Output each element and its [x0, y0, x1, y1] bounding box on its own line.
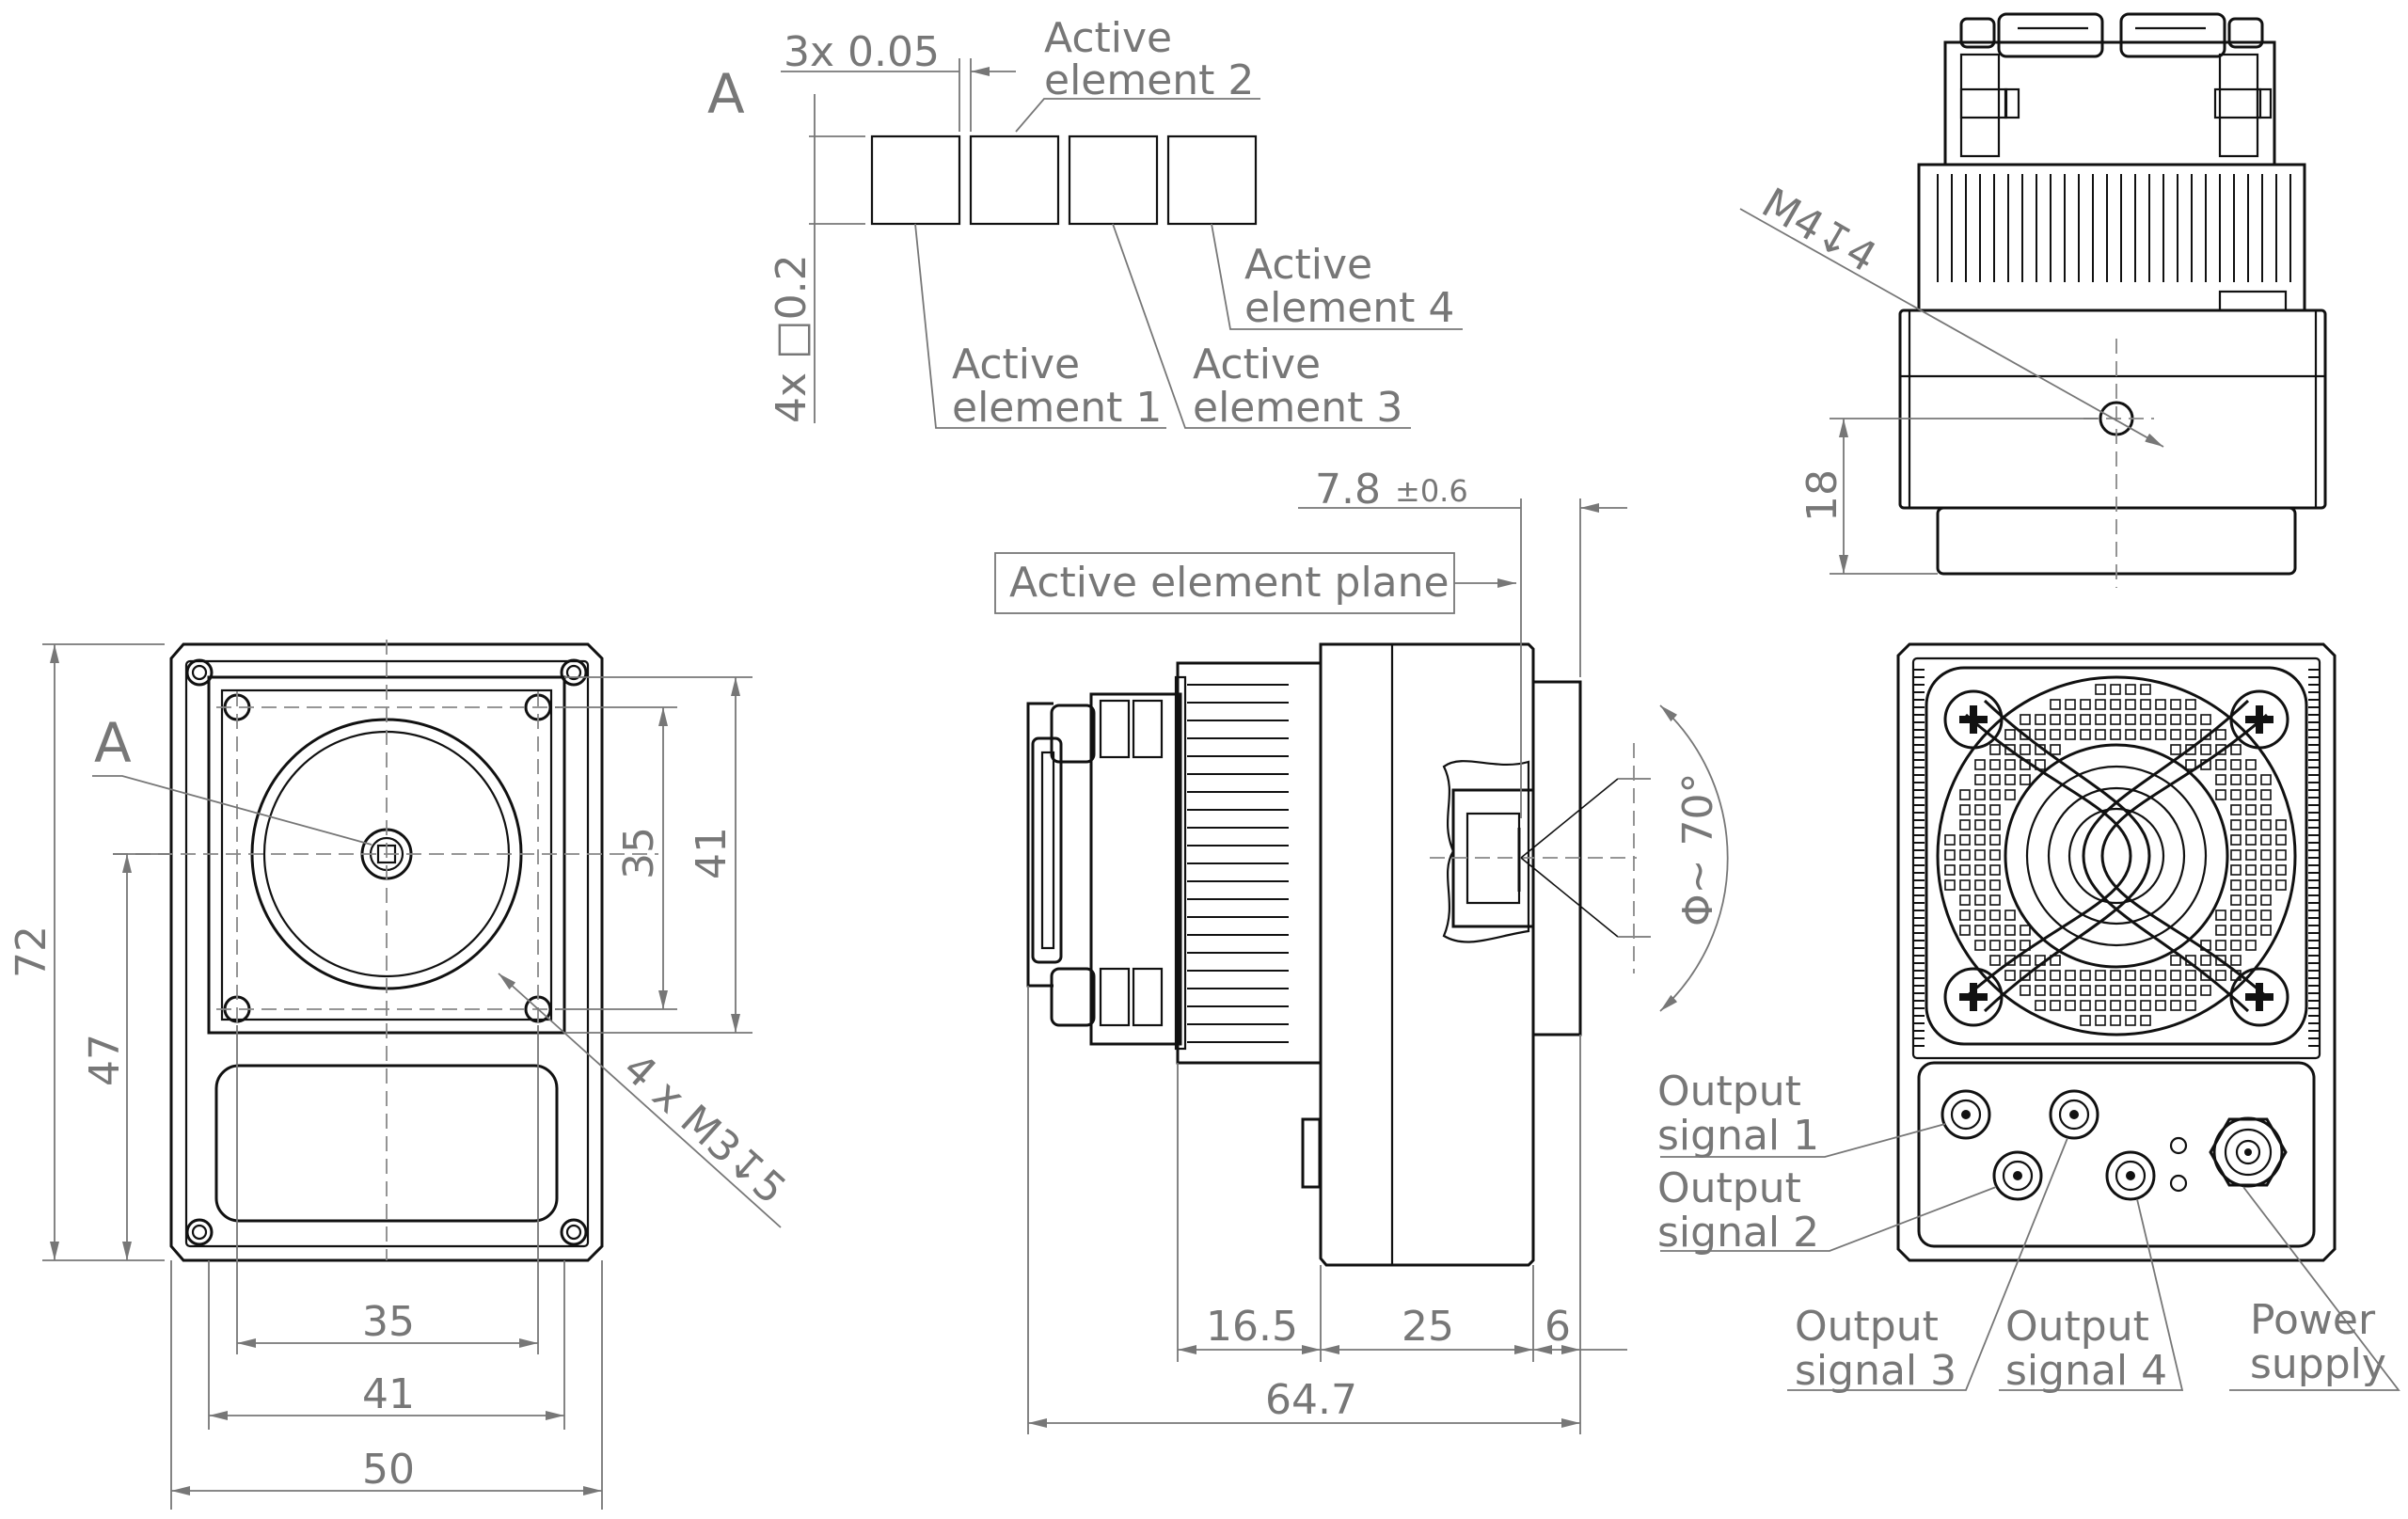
fan-frame: [1925, 666, 2308, 1046]
dim-width-total: 50: [362, 1446, 415, 1494]
dim-segment-2: 25: [1402, 1303, 1454, 1351]
leader-element-4: [1211, 223, 1463, 330]
dim-plane-tolerance: ±0.6: [1395, 473, 1468, 509]
output-signal-3-connector: [2049, 1089, 2099, 1140]
dim-width-flange: 41: [362, 1370, 415, 1418]
fan-guard-left: [1965, 713, 2132, 999]
top-main-body: [1898, 309, 2327, 510]
field-of-view-label: Φ~ 70°: [1674, 773, 1722, 926]
side-cutaway: [1442, 760, 1530, 943]
front-view: A 72 47 35 41 4 x M3↧5 35 41 50: [8, 640, 795, 1510]
dim-width-holes: 35: [362, 1298, 415, 1346]
dim-segment-1: 16.5: [1206, 1303, 1298, 1351]
active-element-2-square: [969, 134, 1060, 226]
leader-output-2: [1660, 1186, 1997, 1252]
active-element-1-square: [870, 134, 961, 226]
leader-element-2: [1015, 98, 1260, 133]
top-front-flange: [1936, 506, 2297, 576]
status-led-2: [2169, 1174, 2188, 1193]
view-a-leader: [92, 775, 372, 846]
top-connector-block: [1943, 40, 2276, 166]
leader-output-3: [1787, 1137, 2068, 1391]
fan-guard-right: [2100, 713, 2268, 999]
top-thread-callout: M4↧4: [1754, 179, 1885, 282]
size-label: 4x □0.2: [768, 254, 816, 423]
fan-grille-grid: [1944, 684, 2287, 1026]
flange-mount-holes: [223, 693, 552, 1023]
power-supply-connector: [2209, 1116, 2288, 1188]
top-heatsink: [1917, 163, 2306, 312]
output-signal-1-connector: [1941, 1089, 1991, 1140]
dim-height-flange: 41: [688, 827, 736, 879]
side-connector-block: [1089, 692, 1182, 1046]
dim-total-length: 64.7: [1265, 1376, 1357, 1424]
fan-grille-outer: [1936, 675, 2297, 1036]
side-heatsink-fins: [1187, 684, 1289, 1043]
leader-output-1: [1660, 1123, 1946, 1158]
front-thread-callout: 4 x M3↧5: [614, 1044, 795, 1213]
dim-height-holes: 35: [615, 827, 663, 879]
dim-hole-height: 18: [1798, 469, 1846, 522]
leader-power: [2229, 1186, 2400, 1391]
active-element-4-square: [1166, 134, 1258, 226]
rear-side-fins: [1913, 669, 2320, 1047]
dim-plane-offset: 7.8: [1315, 466, 1381, 514]
detail-view-label: A: [707, 62, 745, 126]
status-led-1: [2169, 1136, 2188, 1155]
side-main-body: [1319, 642, 1535, 1267]
front-label-recess: [214, 1064, 559, 1223]
leader-element-3: [1112, 223, 1411, 429]
active-element-3-square: [1068, 134, 1159, 226]
leader-output-4: [1999, 1198, 2184, 1391]
output-signal-2-connector: [1992, 1150, 2043, 1201]
pitch-label: 3x 0.05: [784, 28, 940, 76]
output-signal-4-connector: [2105, 1150, 2156, 1201]
dim-segment-3: 6: [1545, 1303, 1571, 1351]
active-element-plane-label: Active element plane: [1009, 559, 1450, 607]
rear-housing-outline: [1896, 642, 2337, 1262]
dim-height-total: 72: [8, 926, 55, 978]
connector-panel: [1917, 1061, 2316, 1248]
fan-screws: [1943, 689, 2289, 1027]
leader-element-1: [914, 223, 1166, 429]
corner-screws: [185, 658, 588, 1246]
top-view: M4↧4 18: [1739, 12, 2327, 588]
view-a-marker: A: [94, 711, 132, 775]
fan-hub-ring: [2004, 743, 2229, 969]
side-view: Φ~ 70° 7.8 ±0.6 Active element plane 16.…: [994, 466, 1729, 1434]
side-connector-tab: [1301, 1117, 1322, 1189]
dim-height-center: 47: [81, 1034, 129, 1086]
top-heatsink-fins: [1937, 174, 2291, 282]
